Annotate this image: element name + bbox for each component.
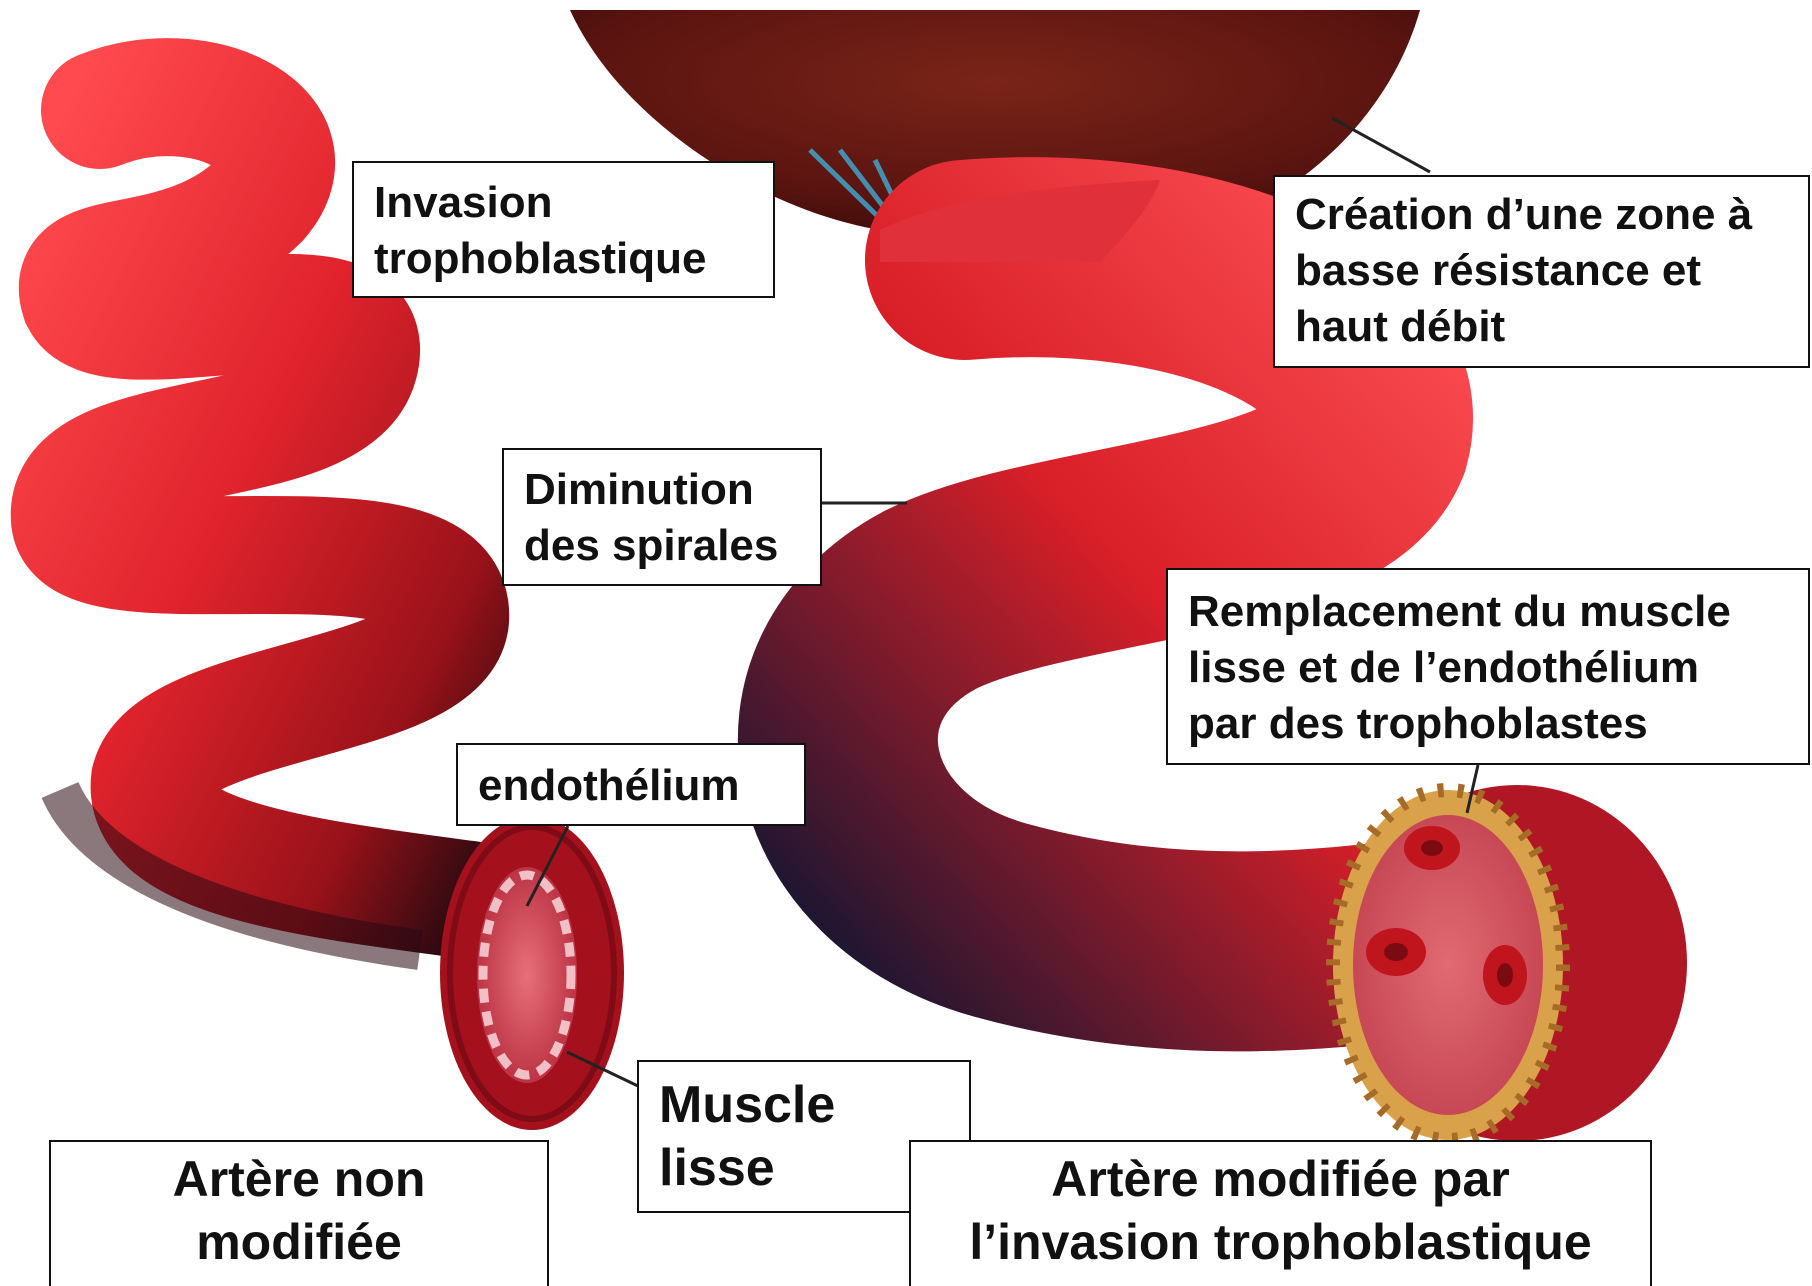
red-blood-cell-center xyxy=(1497,963,1513,987)
label-line: haut débit xyxy=(1295,299,1788,355)
title-line: modifiée xyxy=(61,1211,537,1274)
title-line: l’invasion trophoblastique xyxy=(921,1211,1640,1274)
label-line: Invasion xyxy=(374,175,753,231)
label-line: Muscle xyxy=(659,1074,949,1137)
label-line: Remplacement du muscle xyxy=(1188,584,1788,640)
red-blood-cell-center xyxy=(1421,840,1443,856)
label-line: lisse et de l’endothélium xyxy=(1188,640,1788,696)
title-artere-non-modifiee: Artère non modifiée xyxy=(49,1140,549,1286)
red-blood-cell-center xyxy=(1384,943,1408,961)
label-creation-zone: Création d’une zone à basse résistance e… xyxy=(1273,175,1810,368)
label-line: Diminution xyxy=(524,462,800,518)
label-line: Création d’une zone à xyxy=(1295,187,1788,243)
label-line: endothélium xyxy=(478,758,784,814)
label-diminution-spirales: Diminution des spirales xyxy=(502,448,822,586)
arterial-lumen xyxy=(477,867,577,1083)
label-line: par des trophoblastes xyxy=(1188,696,1788,752)
label-endothelium: endothélium xyxy=(456,743,806,826)
label-line: basse résistance et xyxy=(1295,243,1788,299)
title-artere-modifiee: Artère modifiée par l’invasion trophobla… xyxy=(909,1140,1652,1286)
title-line: Artère non xyxy=(61,1148,537,1211)
leader-creation xyxy=(1332,118,1430,172)
label-line: des spirales xyxy=(524,518,800,574)
label-line: trophoblastique xyxy=(374,231,753,287)
label-invasion-trophoblastique: Invasion trophoblastique xyxy=(352,161,775,298)
label-remplacement: Remplacement du muscle lisse et de l’end… xyxy=(1166,568,1810,765)
title-line: Artère modifiée par xyxy=(921,1148,1640,1211)
label-line: lisse xyxy=(659,1137,949,1200)
